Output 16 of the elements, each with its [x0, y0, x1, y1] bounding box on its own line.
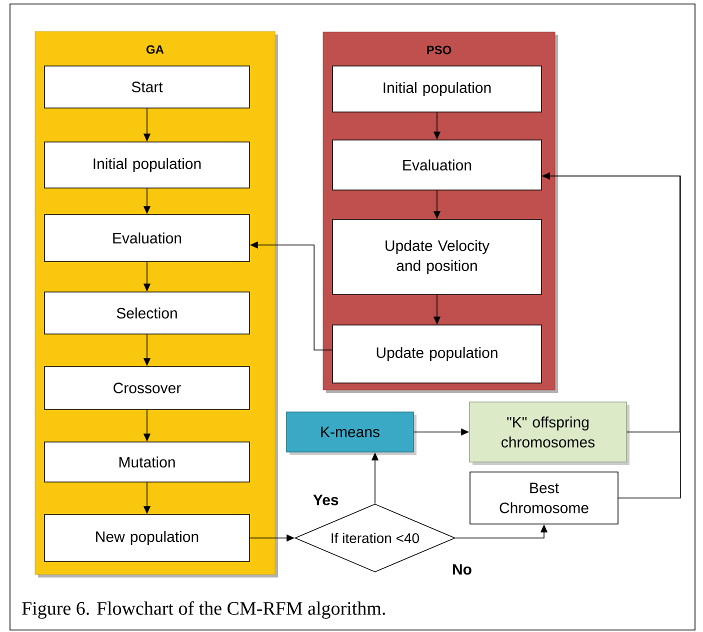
process-box: "K" offspring chromosomes [469, 402, 630, 465]
caption: Figure 6. Flowchart of the CM-RFM algorithm. [22, 601, 385, 619]
process-box: New population [44, 514, 250, 562]
process-box: Update population [332, 324, 542, 384]
process-box: Crossover [44, 366, 250, 410]
process-box: Start [44, 66, 250, 108]
process-box: Initial population [332, 66, 542, 112]
process-box: Mutation [44, 442, 250, 482]
process-box: Selection [44, 292, 250, 334]
edge-label: Yes [312, 494, 340, 506]
process-box: Update Velocity and position [332, 219, 542, 295]
process-box: Initial population [44, 142, 250, 188]
process-box: K-means [286, 412, 416, 455]
process-box: Evaluation [44, 214, 250, 262]
process-box: Evaluation [332, 140, 542, 190]
process-box: Best Chromosome [470, 472, 618, 524]
